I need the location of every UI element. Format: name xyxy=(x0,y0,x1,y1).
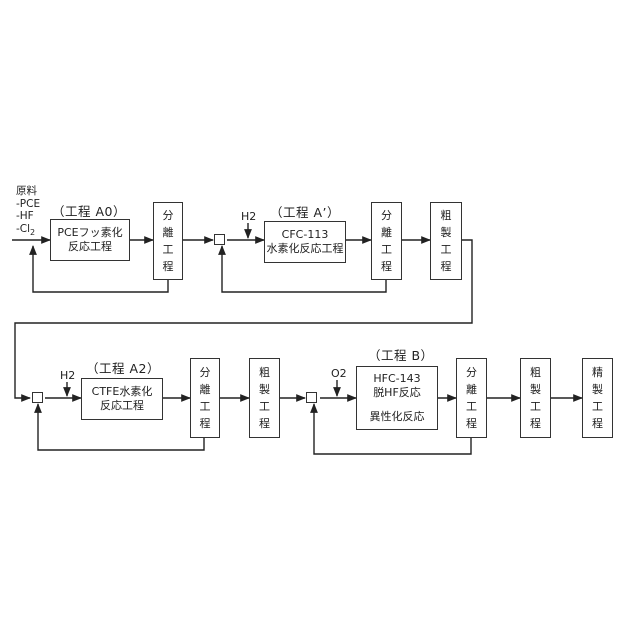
separation-4-char-3: 工 xyxy=(466,398,477,415)
separation-2-char-4: 程 xyxy=(381,258,392,275)
crude-1-char-4: 程 xyxy=(441,258,452,275)
crude-2-char-4: 程 xyxy=(259,415,270,432)
separation-4-char-2: 離 xyxy=(466,381,477,398)
ctfe-box-line-1: CTFE水素化 xyxy=(92,385,153,399)
ctfe-box-line-2: 反応工程 xyxy=(100,399,144,413)
separation-box-3: 分 離 工 程 xyxy=(190,358,220,438)
hfc-box-line-1: HFC-143 xyxy=(373,372,420,386)
separation-3-char-3: 工 xyxy=(200,398,211,415)
separation-3-char-2: 離 xyxy=(200,381,211,398)
separation-box-1: 分 離 工 程 xyxy=(153,202,183,280)
pce-fluorination-box: PCEフッ素化 反応工程 xyxy=(50,219,130,261)
crude-2-char-1: 粗 xyxy=(259,364,270,381)
feed-item-pce: -PCE xyxy=(16,198,40,211)
separation-2-char-2: 離 xyxy=(381,224,392,241)
crude-3-char-3: 工 xyxy=(530,398,541,415)
mixer-1 xyxy=(214,234,225,245)
cfc-box-line-2: 水素化反応工程 xyxy=(267,242,344,256)
separation-box-4: 分 離 工 程 xyxy=(456,358,487,438)
crude-purification-box-2: 粗 製 工 程 xyxy=(249,358,280,438)
separation-2-char-3: 工 xyxy=(381,241,392,258)
crude-1-char-3: 工 xyxy=(441,241,452,258)
separation-2-char-1: 分 xyxy=(381,207,392,224)
crude-3-char-1: 粗 xyxy=(530,364,541,381)
feed-materials: 原料 -PCE -HF -Cl2 xyxy=(16,185,40,239)
fine-char-1: 精 xyxy=(592,364,603,381)
separation-3-char-1: 分 xyxy=(200,364,211,381)
separation-1-char-2: 離 xyxy=(163,224,174,241)
pce-box-line-2: 反応工程 xyxy=(68,240,112,254)
crude-3-char-4: 程 xyxy=(530,415,541,432)
reagent-h2-first: H2 xyxy=(241,210,256,223)
crude-2-char-3: 工 xyxy=(259,398,270,415)
cfc-hydrogenation-box: CFC-113 水素化反応工程 xyxy=(264,221,346,263)
separation-1-char-3: 工 xyxy=(163,241,174,258)
step-label-a2: （工程 A2） xyxy=(86,358,160,377)
fine-char-4: 程 xyxy=(592,415,603,432)
crude-1-char-1: 粗 xyxy=(441,207,452,224)
ctfe-hydrogenation-box: CTFE水素化 反応工程 xyxy=(81,378,163,420)
crude-purification-box-3: 粗 製 工 程 xyxy=(520,358,551,438)
reagent-o2: O2 xyxy=(331,367,347,380)
hfc-box-line-2: 脱HF反応 xyxy=(373,386,421,400)
crude-2-char-2: 製 xyxy=(259,381,270,398)
fine-char-3: 工 xyxy=(592,398,603,415)
pce-box-line-1: PCEフッ素化 xyxy=(57,226,122,240)
crude-purification-box-1: 粗 製 工 程 xyxy=(430,202,462,280)
feed-item-hf: -HF xyxy=(16,210,40,223)
crude-1-char-2: 製 xyxy=(441,224,452,241)
hfc-dehydrofluorination-box: HFC-143 脱HF反応 異性化反応 xyxy=(356,366,438,430)
crude-3-char-2: 製 xyxy=(530,381,541,398)
separation-3-char-4: 程 xyxy=(200,415,211,432)
step-label-b: （工程 B） xyxy=(368,345,434,364)
hfc-box-line-3: 異性化反応 xyxy=(370,410,425,424)
separation-box-2: 分 離 工 程 xyxy=(371,202,402,280)
step-label-a0: （工程 A0） xyxy=(52,201,126,220)
separation-4-char-1: 分 xyxy=(466,364,477,381)
cfc-box-line-1: CFC-113 xyxy=(282,228,329,242)
fine-purification-box: 精 製 工 程 xyxy=(582,358,613,438)
separation-1-char-4: 程 xyxy=(163,258,174,275)
step-label-a-prime: （工程 A’） xyxy=(270,202,340,221)
separation-1-char-1: 分 xyxy=(163,207,174,224)
feed-item-cl2: -Cl2 xyxy=(16,223,40,240)
reagent-h2-second: H2 xyxy=(60,369,75,382)
mixer-3 xyxy=(306,392,317,403)
fine-char-2: 製 xyxy=(592,381,603,398)
feed-title: 原料 xyxy=(16,185,40,198)
mixer-2 xyxy=(32,392,43,403)
separation-4-char-4: 程 xyxy=(466,415,477,432)
